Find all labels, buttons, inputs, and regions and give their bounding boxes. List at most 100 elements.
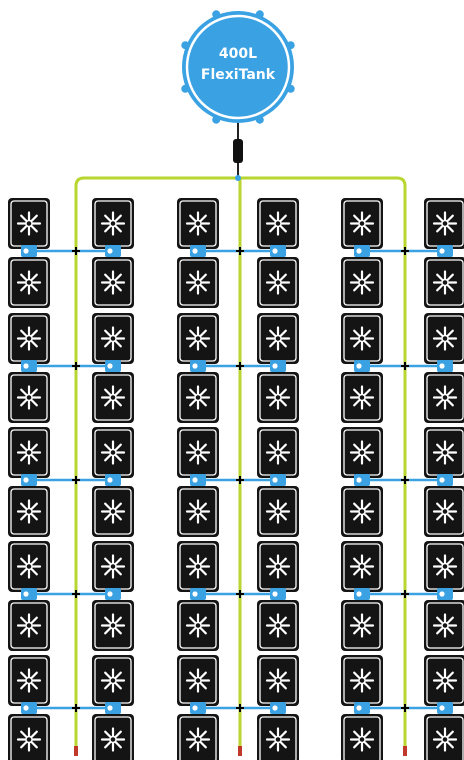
plant-pot [8,600,50,651]
valve-body [190,245,206,257]
flower-petal [114,730,122,739]
flower-center [25,735,33,744]
pot-body [8,427,50,478]
flower-petal [279,388,287,397]
flower-center [194,507,202,516]
flower-icon [349,440,375,465]
flower-petal [104,224,112,233]
flower-center [109,507,117,516]
flower-petal [104,740,112,749]
flower-petal [114,329,122,338]
valve-body [270,702,286,714]
valve-body [437,474,453,486]
flower-petal [363,443,371,452]
valve-body [190,588,206,600]
pot-stack [341,427,383,537]
flower-petal [20,616,28,625]
flower-petal [446,671,454,680]
flower-petal [199,273,207,282]
flower-icon [432,440,458,465]
flower-petal [114,626,122,635]
flower-center [109,334,117,343]
flower-center [358,562,366,571]
flower-petal [279,616,287,625]
pot-body [341,541,383,592]
flower-petal [436,453,444,462]
flower-petal [353,283,361,292]
valve-body [270,588,286,600]
flower-petal [269,214,277,223]
pot-body [257,541,299,592]
valve-body [21,474,37,486]
valve-knob [356,705,362,711]
valve-body [437,588,453,600]
flower-center [274,735,282,744]
flower-center [441,621,449,630]
valve-knob [356,248,362,254]
flower-center [109,621,117,630]
flower-petal [269,626,277,635]
flower-petal [114,224,122,233]
pot-rim [426,602,464,649]
flower-petal [104,567,112,576]
flower-petal [446,730,454,739]
flower-petal [363,224,371,233]
flower-icon [432,554,458,579]
flower-petal [279,681,287,690]
pot-body [424,313,464,364]
flower-center [358,621,366,630]
pot-body [8,655,50,706]
flower-petal [363,273,371,282]
pot-body [177,313,219,364]
flower-petal [114,740,122,749]
flower-icon [265,499,291,524]
plant-pot [92,541,134,592]
flower-center [441,393,449,402]
flower-petal [199,329,207,338]
flower-petal [269,616,277,625]
flower-petal [363,740,371,749]
flower-petal [363,671,371,680]
flower-petal [189,224,197,233]
valve-body [105,702,121,714]
flower-center [441,562,449,571]
flower-petal [104,616,112,625]
flower-center [25,621,33,630]
flower-center [274,219,282,228]
tank-name-label: FlexiTank [201,67,276,83]
flower-center [441,448,449,457]
flower-petal [104,671,112,680]
flower-petal [446,273,454,282]
flower-icon [16,326,42,351]
flower-petal [436,339,444,348]
plant-pot [257,486,299,537]
valve-body [105,245,121,257]
link-pipes [21,245,453,714]
flower-petal [269,730,277,739]
flower-petal [20,502,28,511]
pot-rim [259,259,297,306]
pot-body [8,600,50,651]
flower-petal [30,681,38,690]
flower-petal [446,388,454,397]
flower-center [109,448,117,457]
flower-icon [100,440,126,465]
flower-petal [199,224,207,233]
valve-body [105,588,121,600]
flower-center [194,278,202,287]
flower-center [194,621,202,630]
valve-knob [23,591,29,597]
flower-petal [20,443,28,452]
pot-body [92,257,134,308]
flower-petal [104,557,112,566]
flower-center [194,448,202,457]
valve-body [354,588,370,600]
flower-icon [100,613,126,638]
flower-icon [265,613,291,638]
valve-knob [107,705,113,711]
flower-center [441,735,449,744]
flower-petal [114,388,122,397]
flower-petal [269,512,277,521]
pot-rim [426,488,464,535]
